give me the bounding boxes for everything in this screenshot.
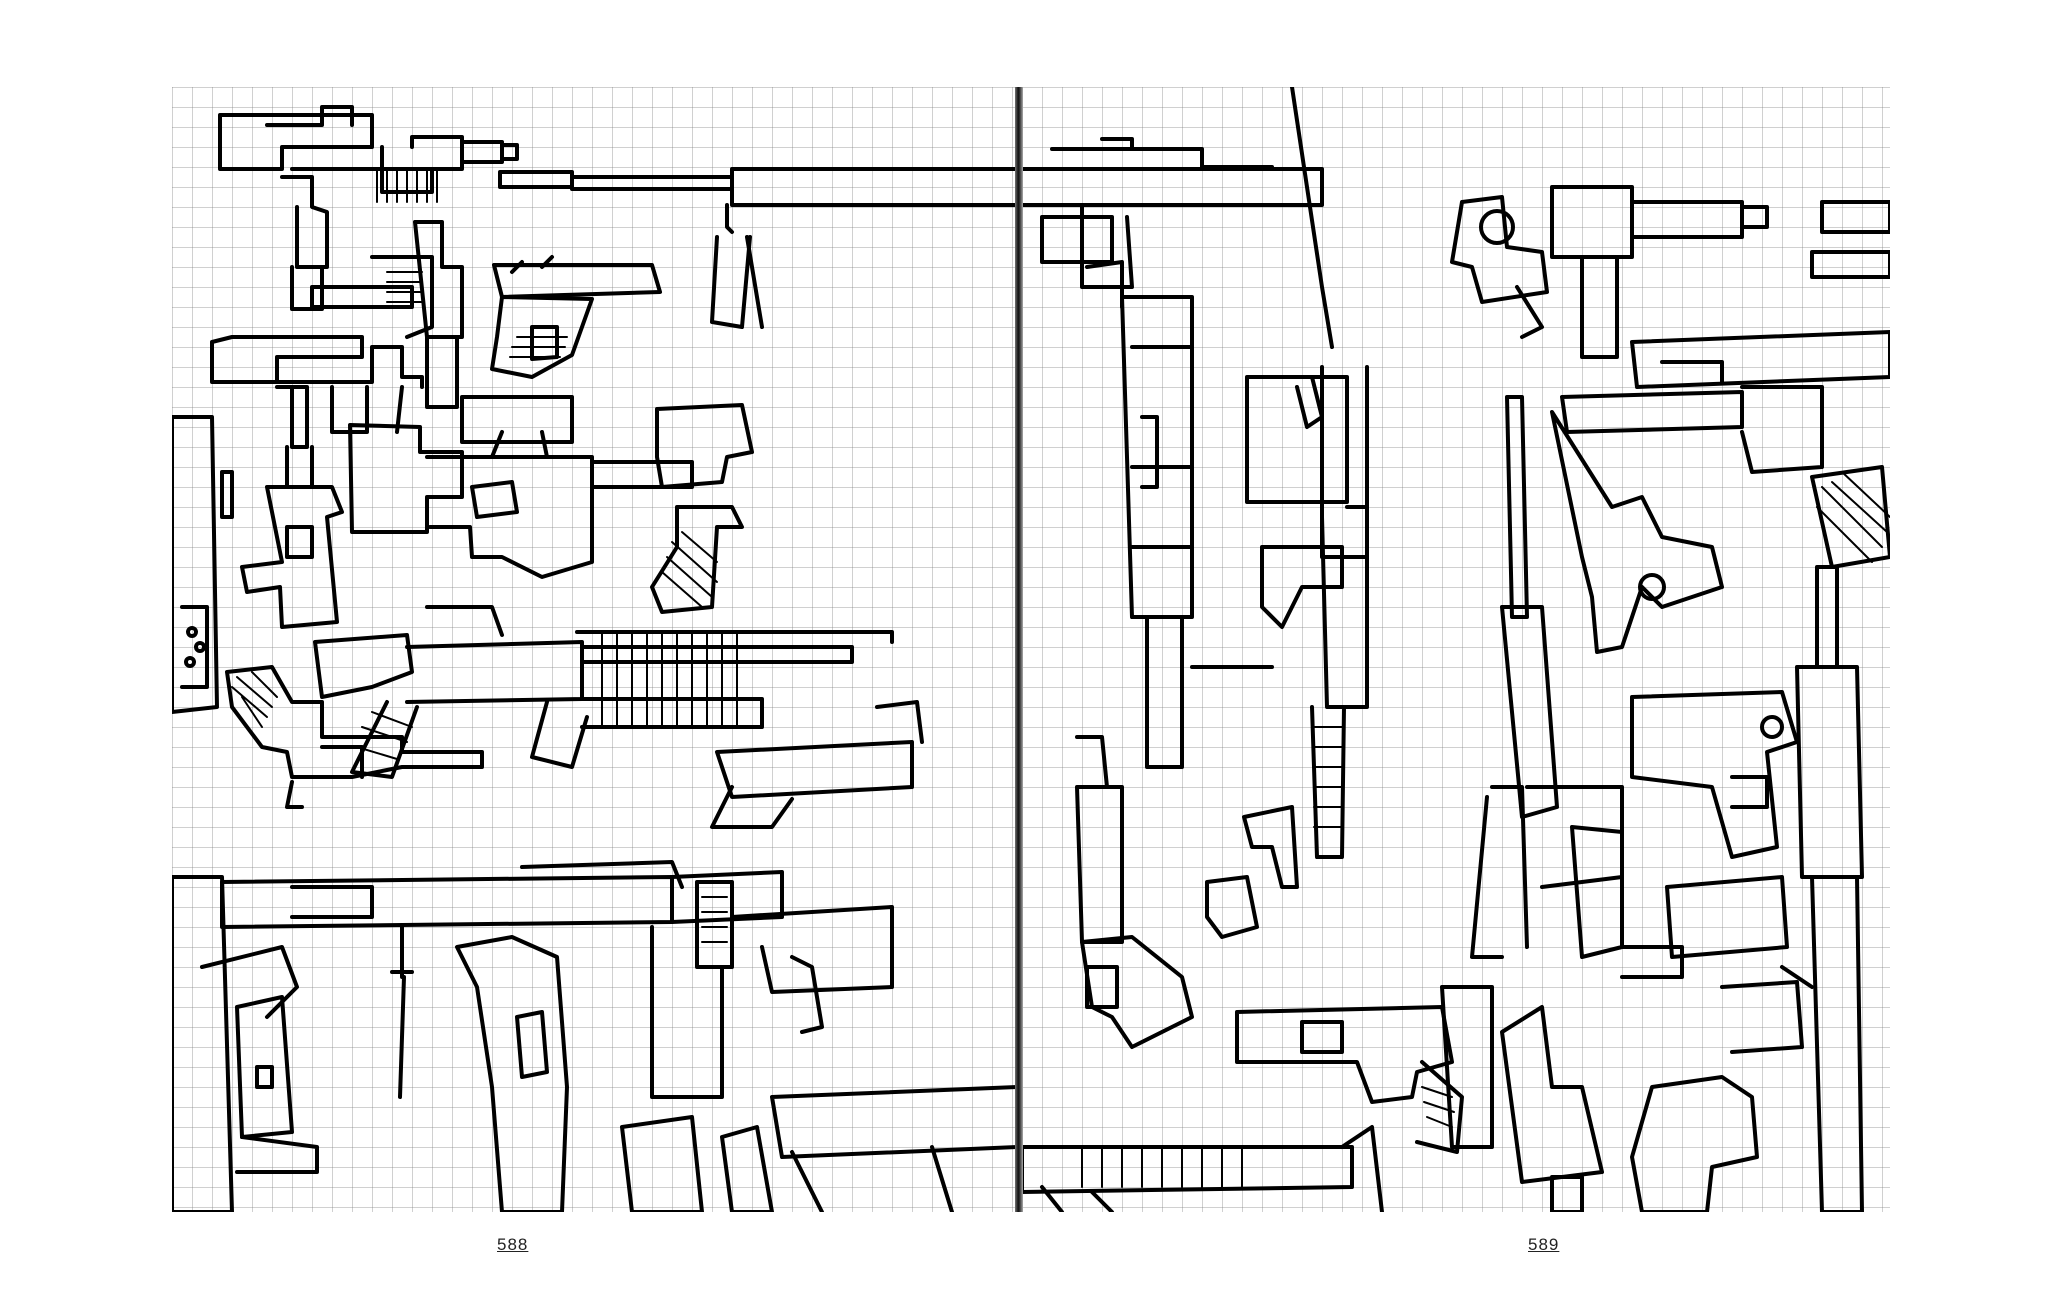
scoped-revolver-sketch [1560,330,1890,569]
pistol-sketch-2 [240,485,344,629]
revolver-sketch-1 [225,665,484,809]
pistol-sketch-4 [172,875,319,1212]
pistol-sketch-1 [490,255,662,379]
left-page-sketch [172,87,1018,1212]
tall-carbine-sketch [1665,565,1864,1212]
right-page-sketch [1022,87,1890,1212]
uzi-sketch-3 [310,220,464,409]
suppressor-sketch [172,415,234,714]
vertical-rifle-sketch-2 [1245,87,1369,859]
m16-rifle-sketch [313,605,894,779]
sniper-rifle-sketch-1 [498,167,1018,329]
derringer-sketch [1205,805,1299,939]
page-number-right: 589 [1528,1235,1560,1254]
shotgun-stock-sketch [455,935,569,1212]
left-page-gun-drawings [172,105,1018,1212]
p90-sketch [348,395,694,579]
revolver-sketch-2 [1075,735,1194,1049]
luger-pistol-sketch [1550,410,1724,654]
vertical-rifle-sketch-1 [1085,260,1274,769]
revolver-sketch-3 [1235,1005,1464,1154]
book-gutter [1015,87,1023,1212]
smg-sketch-1 [710,700,924,829]
vertical-rifle-sketch-3 [1470,395,1684,979]
rifle-sketch-bottom [620,1085,1018,1212]
right-page-gun-drawings [1022,87,1890,1212]
pistol-sketch-right-1 [1630,690,1799,859]
sniper-rifle-sketch-2 [1022,137,1324,289]
rifle-sketch-right-bottom [1022,1125,1384,1212]
uzi-sketch-1 [218,105,519,311]
revolver-sketch-4 [1450,195,1549,339]
page-number-left: 588 [497,1235,529,1254]
uzi-sketch-right [1550,185,1890,359]
uzi-sketch-2 [210,335,424,489]
rifle-stock-sketch-right [1440,985,1604,1184]
pistol-sketch-3 [650,403,754,614]
